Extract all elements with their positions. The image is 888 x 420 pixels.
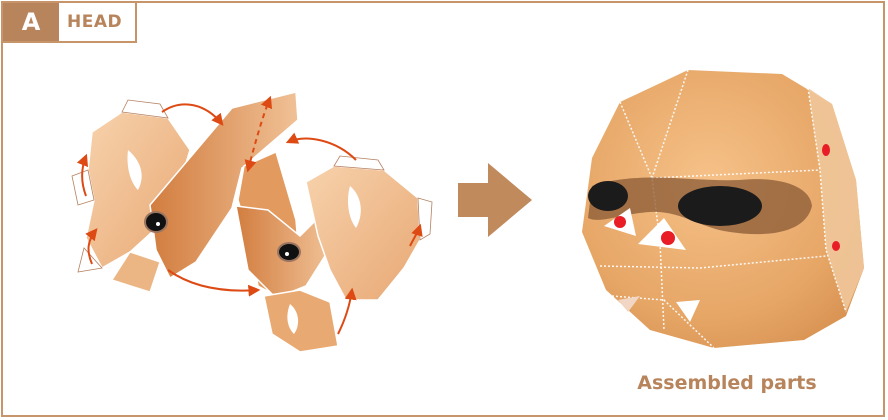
curved-arrow-icon xyxy=(337,287,357,335)
curved-arrow-icon xyxy=(167,269,261,297)
part-right-cluster xyxy=(263,155,433,353)
curved-arrow-icon xyxy=(76,153,89,197)
section-letter: A xyxy=(3,3,59,41)
section-title: HEAD xyxy=(67,12,123,32)
unfolded-parts xyxy=(71,91,433,353)
result-caption: Assembled parts xyxy=(637,372,817,394)
curved-arrow-icon xyxy=(285,132,357,161)
curved-arrow-icon xyxy=(161,103,224,126)
curved-arrow-icon xyxy=(409,223,423,247)
assembled-head xyxy=(582,69,864,349)
curved-arrow-icon xyxy=(85,228,98,265)
part-left-cluster xyxy=(71,99,191,293)
fold-arrows xyxy=(76,95,423,335)
section-header: A HEAD xyxy=(3,3,137,43)
right-arrow-icon xyxy=(458,163,532,237)
